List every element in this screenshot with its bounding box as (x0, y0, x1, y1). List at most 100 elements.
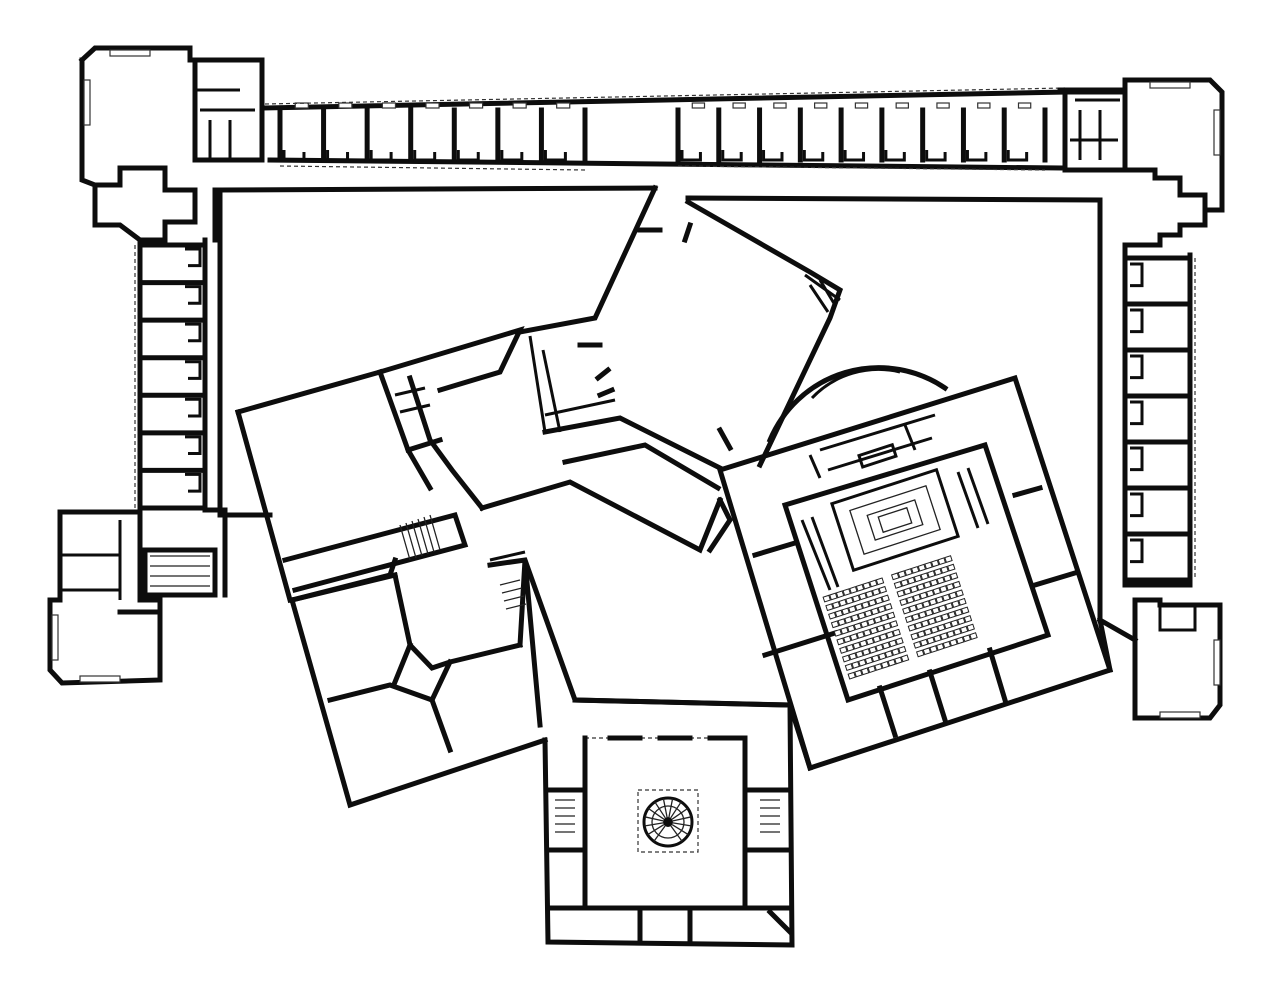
seat (926, 636, 936, 645)
seat (831, 601, 841, 609)
seat (907, 576, 916, 585)
seat (865, 590, 874, 599)
seat (875, 577, 885, 586)
east-cell-desk (1130, 354, 1144, 380)
west-cell-desk (185, 285, 202, 305)
seat (848, 605, 857, 614)
seat (963, 615, 973, 623)
west-wing-cells (134, 242, 203, 511)
seat (944, 602, 954, 611)
seat (943, 621, 953, 630)
seat (942, 593, 951, 602)
spiral-tread (644, 822, 664, 827)
seat (942, 640, 952, 649)
north-cell-desk (680, 150, 702, 162)
east-cell-desk (1130, 446, 1144, 472)
seat (929, 578, 939, 587)
seat (902, 606, 911, 615)
seat (876, 624, 885, 633)
east-wing-cells (1127, 255, 1196, 583)
seat (835, 590, 845, 599)
east-cell-desk (1130, 492, 1144, 518)
seat (856, 630, 865, 639)
seat (895, 637, 904, 646)
seat (904, 615, 914, 624)
seat (841, 654, 851, 663)
seat (840, 626, 849, 635)
north-cell-window (425, 102, 440, 109)
seat (955, 589, 964, 598)
seat (910, 565, 920, 574)
seat (939, 632, 949, 641)
seat (858, 658, 867, 667)
north-cell-desk (282, 150, 306, 162)
seat (845, 643, 855, 652)
seat (935, 595, 944, 604)
west-cell-desk (185, 360, 202, 380)
north-cell-window (556, 102, 571, 109)
seat (844, 616, 853, 624)
seat (830, 620, 840, 629)
seat (878, 652, 887, 661)
seat (949, 572, 959, 581)
north-corridor-edge (677, 165, 1046, 171)
north-cell-window (1017, 102, 1032, 109)
seat (908, 604, 918, 613)
north-cell-desk (884, 150, 906, 162)
seat (866, 618, 876, 626)
seat (923, 580, 932, 589)
west-cell-desk (185, 435, 202, 456)
seat (949, 638, 958, 647)
north-cell-desk (543, 150, 567, 162)
ne-corner-tower (1057, 77, 1225, 248)
east-cell-desk (1130, 308, 1144, 334)
spiral-inner-ring (651, 805, 685, 839)
seat (946, 630, 956, 638)
north-cell-window (895, 102, 909, 109)
seat (927, 617, 937, 626)
seat (969, 632, 978, 641)
north-cell-desk (965, 150, 988, 162)
spiral-tread (662, 798, 668, 818)
seat (952, 580, 962, 589)
seat (855, 650, 864, 659)
seat (837, 618, 846, 627)
seat (845, 596, 854, 605)
seat (943, 574, 952, 583)
seat (903, 587, 912, 596)
seat (953, 627, 962, 636)
north-cell-window (814, 102, 828, 109)
seat (842, 588, 851, 597)
seat (954, 608, 963, 617)
seat (892, 628, 901, 637)
spiral-tread (672, 822, 692, 827)
seat (922, 600, 931, 609)
seat (959, 625, 969, 634)
spiral-stair-icon (642, 796, 694, 848)
seat (944, 555, 953, 563)
north-cell-desk (925, 150, 947, 162)
seat (923, 628, 933, 636)
west-cell-desk (185, 322, 202, 343)
seat (937, 557, 947, 566)
spiral-tread (668, 798, 674, 818)
seat (870, 607, 880, 616)
seat (889, 620, 899, 629)
east-cell-desk (1130, 262, 1144, 288)
north-cell-desk (721, 150, 743, 162)
seat (913, 574, 923, 583)
seat (874, 596, 884, 605)
seat (849, 586, 858, 594)
seat (916, 583, 926, 591)
seat-block-right (890, 555, 978, 658)
seat (861, 600, 870, 609)
seat (880, 660, 890, 669)
seat (939, 585, 948, 594)
north-cell-desk (1006, 150, 1029, 162)
seat (922, 647, 932, 656)
seat (947, 610, 957, 619)
spiral-tread (644, 816, 664, 822)
seat (868, 645, 878, 654)
seat (854, 603, 864, 612)
